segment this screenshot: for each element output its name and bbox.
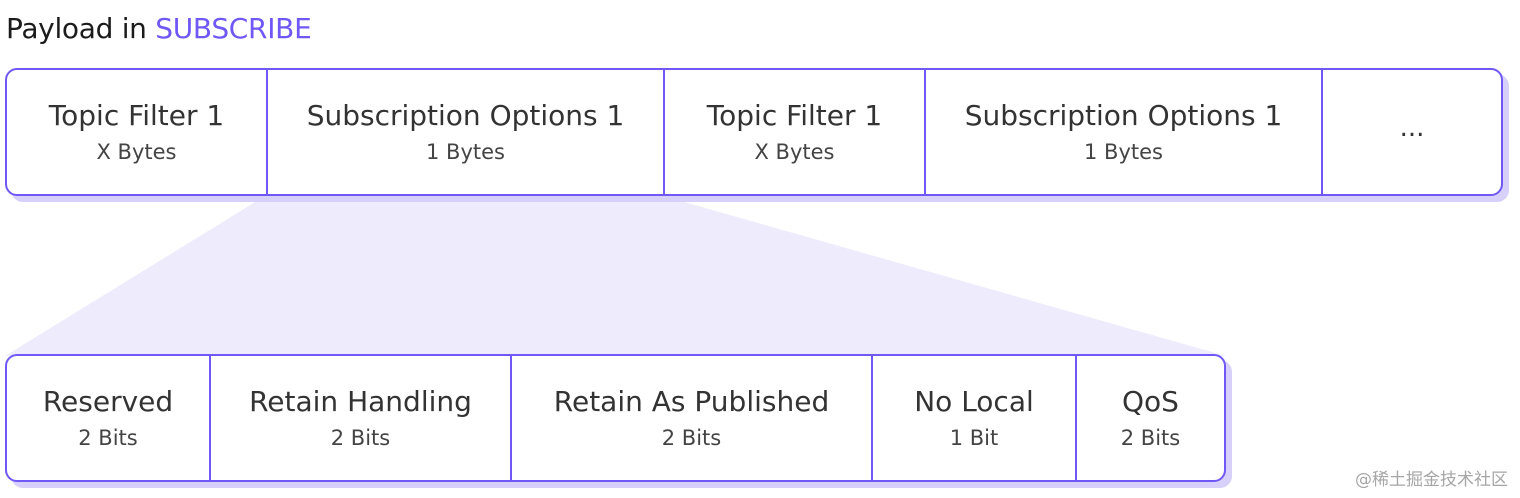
field-size: 1 Bytes [1084, 140, 1163, 164]
title-accent: SUBSCRIBE [155, 12, 312, 45]
payload-fields-row: Topic Filter 1 X Bytes Subscription Opti… [5, 68, 1503, 196]
bit-field-qos: QoS 2 Bits [1077, 356, 1224, 480]
field-topic-filter-1: Topic Filter 1 X Bytes [7, 70, 268, 194]
bit-field-name: Reserved [42, 385, 174, 418]
subscription-options-bits-row: Reserved 2 Bits Retain Handling 2 Bits R… [5, 354, 1226, 482]
diagram-title: Payload in SUBSCRIBE [6, 12, 312, 45]
field-name: Subscription Options 1 [306, 99, 625, 132]
bit-field-size: 2 Bits [78, 426, 138, 450]
bit-field-reserved: Reserved 2 Bits [7, 356, 211, 480]
bit-field-name: Retain Handling [249, 385, 472, 418]
ellipsis-text: ... [1399, 113, 1425, 143]
field-size: X Bytes [96, 140, 177, 164]
field-more: ... [1323, 70, 1501, 194]
bit-field-size: 2 Bits [1120, 426, 1181, 450]
field-size: 1 Bytes [426, 140, 505, 164]
bit-field-retain-as-published: Retain As Published 2 Bits [512, 356, 873, 480]
title-prefix: Payload in [6, 12, 147, 45]
bit-field-retain-handling: Retain Handling 2 Bits [211, 356, 512, 480]
field-topic-filter-2: Topic Filter 1 X Bytes [665, 70, 926, 194]
bit-field-no-local: No Local 1 Bit [873, 356, 1077, 480]
bit-field-name: No Local [914, 385, 1034, 418]
bit-field-name: Retain As Published [553, 385, 830, 418]
bit-field-size: 2 Bits [330, 426, 391, 450]
bit-field-size: 2 Bits [661, 426, 722, 450]
field-size: X Bytes [754, 140, 835, 164]
watermark: @稀土掘金技术社区 [1355, 470, 1508, 490]
field-subscription-options-2: Subscription Options 1 1 Bytes [926, 70, 1323, 194]
field-name: Topic Filter 1 [706, 99, 883, 132]
bit-field-size: 1 Bit [949, 426, 999, 450]
expansion-wedge [5, 196, 1226, 356]
field-subscription-options-1: Subscription Options 1 1 Bytes [268, 70, 665, 194]
field-name: Subscription Options 1 [964, 99, 1283, 132]
bit-field-name: QoS [1122, 385, 1179, 418]
field-name: Topic Filter 1 [48, 99, 225, 132]
